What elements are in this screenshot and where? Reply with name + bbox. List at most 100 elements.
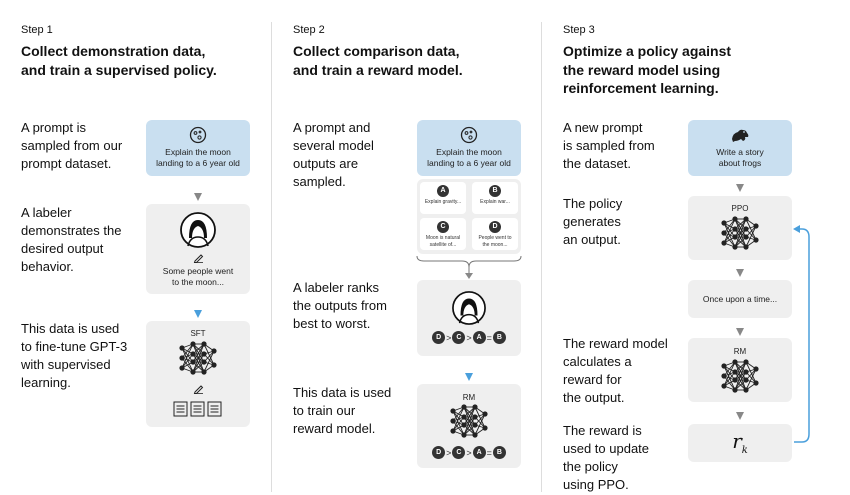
output-text: Explain war...: [474, 199, 516, 206]
rank-operator: =: [486, 447, 492, 458]
model-label: RM: [462, 393, 476, 402]
step3-text-reward-model: The reward model calculates a reward for…: [563, 335, 668, 407]
network-node: [753, 366, 759, 372]
text-line: generates: [563, 214, 621, 229]
network-edge: [723, 361, 736, 377]
text-line: learning.: [21, 375, 71, 390]
rank-operator: >: [466, 447, 472, 458]
text-line: sampled from our: [21, 138, 123, 153]
network-edge: [745, 218, 757, 241]
step3-label: Step 3: [563, 24, 595, 36]
network-edge: [463, 416, 476, 436]
step3-rm-box: RM: [688, 338, 792, 402]
network-node: [450, 418, 456, 424]
network-node: [732, 244, 738, 250]
network-node: [743, 244, 749, 250]
text-line: desired output: [21, 241, 104, 256]
step2-title: Collect comparison data, and train a rew…: [293, 42, 463, 79]
text-line: A prompt and: [293, 120, 371, 135]
step3-output-box: Once upon a time...: [688, 280, 792, 318]
step3-title-line: Optimize a policy against: [563, 43, 732, 59]
network-node: [472, 432, 478, 438]
network-node: [190, 369, 196, 375]
network-node: [743, 387, 749, 393]
neural-network-icon: [179, 341, 217, 375]
network-node: [461, 404, 467, 410]
rank-item: A: [472, 331, 486, 344]
prompt-text: Explain the moon landing to a 6 year old: [417, 147, 521, 169]
network-node: [732, 387, 738, 393]
text-line: A labeler: [21, 205, 72, 220]
text-line: prompt dataset.: [21, 156, 112, 171]
step1-text-labeler: A labeler demonstrates the desired outpu…: [21, 204, 121, 276]
network-node: [201, 359, 207, 365]
text-line: to train our: [293, 403, 356, 418]
network-edge: [723, 371, 736, 387]
network-node: [743, 234, 749, 240]
network-node: [201, 351, 207, 357]
person-icon: [452, 291, 486, 325]
text-line: sampled.: [293, 174, 346, 189]
step2-rm-box: RM D>C>A=B: [417, 384, 521, 468]
rank-item: D: [432, 446, 446, 459]
text-line: the policy: [563, 459, 618, 474]
text-line: to fine-tune GPT-3: [21, 339, 128, 354]
network-node: [450, 408, 456, 414]
labeler-output-text: Some people went to the moon...: [146, 266, 250, 288]
step1-title-line: and train a supervised policy.: [21, 61, 217, 78]
network-node: [721, 240, 727, 246]
text-line: landing to a 6 year old: [427, 158, 511, 168]
arrow-down-icon: [736, 412, 744, 420]
text-line: outputs are: [293, 156, 359, 171]
column-divider-1: [271, 22, 272, 492]
arrow-down-icon: [736, 328, 744, 336]
text-line: an output.: [563, 232, 621, 247]
step2-prompt-box: Explain the moon landing to a 6 year old: [417, 120, 521, 176]
network-node: [211, 362, 217, 368]
rank-item: D: [432, 331, 446, 344]
arrow-down-icon: [736, 184, 744, 192]
network-edge: [452, 406, 465, 432]
step3-text-update: The reward is used to update the policy …: [563, 422, 649, 494]
pencil-icon: [193, 385, 204, 394]
network-node: [732, 377, 738, 383]
network-node: [721, 363, 727, 369]
text-line: A labeler ranks: [293, 280, 379, 295]
step2-labeler-box: D>C>A=B: [417, 280, 521, 356]
network-edge: [203, 350, 215, 373]
network-edge: [723, 218, 736, 244]
text-line: the dataset.: [563, 156, 631, 171]
step3-title: Optimize a policy against the reward mod…: [563, 42, 731, 98]
text-line: satellite of...: [429, 241, 457, 248]
text-line: People went to: [478, 235, 512, 241]
neural-network-icon: [721, 216, 759, 250]
network-edge: [463, 406, 476, 436]
network-node: [732, 359, 738, 365]
text-line: Write a story: [716, 147, 764, 157]
network-node: [743, 226, 749, 232]
bracket-arrow-icon: [416, 255, 522, 279]
rank-item: A: [472, 446, 486, 459]
network-edge: [723, 218, 736, 234]
step2-title-line: Collect comparison data,: [293, 43, 460, 59]
rank-item: C: [452, 446, 466, 459]
network-node: [190, 351, 196, 357]
output-text: People went to the moon...: [474, 235, 516, 248]
network-edge: [474, 413, 486, 436]
pencil-icon: [193, 254, 204, 263]
text-line: best to worst.: [293, 316, 371, 331]
network-node: [472, 404, 478, 410]
step2-title-line: and train a reward model.: [293, 61, 463, 78]
text-line: Moon is natural: [425, 235, 461, 241]
text-line: This data is used: [21, 321, 120, 336]
network-node: [732, 369, 738, 375]
step3-reward-box: rk: [688, 424, 792, 462]
network-edge: [181, 343, 194, 359]
network-node: [743, 369, 749, 375]
text-line: A new prompt: [563, 120, 643, 135]
network-node: [211, 348, 217, 354]
network-node: [179, 345, 185, 351]
step3-text-policy: The policy generates an output.: [563, 195, 622, 249]
arrow-down-icon: [194, 193, 202, 201]
arrow-down-blue-icon: [465, 373, 473, 381]
